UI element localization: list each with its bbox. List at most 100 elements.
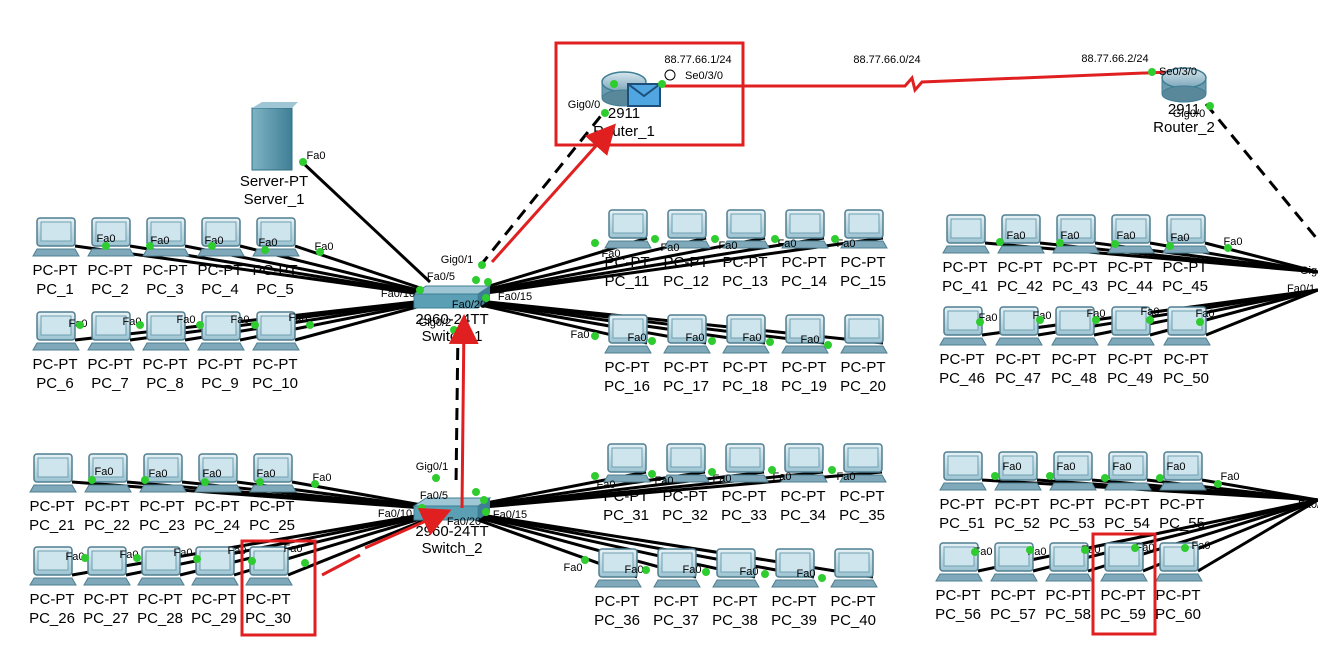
pc-name-label: PC_59 <box>1100 606 1146 623</box>
edge-port-label: Fa0/8 <box>1298 499 1318 511</box>
switch2-port-label: Fa0/5 <box>420 490 448 502</box>
envelope-flap <box>627 83 661 98</box>
pc-name-label: PC_30 <box>245 610 291 627</box>
pc-name-label: PC_4 <box>201 281 239 298</box>
screen <box>1059 310 1091 331</box>
keyboard-icon <box>604 345 652 354</box>
port-label: Fa0 <box>97 233 116 245</box>
highlight-pc59 <box>1091 532 1157 636</box>
pc-type-label: PC-PT <box>1108 259 1153 276</box>
link-router2-right <box>1204 103 1318 241</box>
pc-name-label: PC_9 <box>201 375 239 392</box>
keyboard-icon <box>603 474 651 483</box>
port-label: Fa0 <box>743 332 762 344</box>
port-label: Fa0 <box>713 473 732 485</box>
port-status-dot <box>601 109 609 117</box>
port-label: Fa0 <box>1113 461 1132 473</box>
pc-name-label: PC_48 <box>1051 370 1097 387</box>
pc-type-label: PC-PT <box>1050 496 1095 513</box>
screen <box>1005 218 1037 239</box>
pc-name-label: PC_10 <box>252 375 298 392</box>
pc-name-label: PC_7 <box>91 375 129 392</box>
port-status-dot <box>766 338 774 346</box>
keyboard-icon <box>142 342 190 351</box>
port-status-dot <box>1092 316 1100 324</box>
port-status-dot <box>610 80 618 88</box>
port-status-dot <box>642 566 650 574</box>
router-model-label: 2911 <box>608 105 640 122</box>
port-status-dot <box>316 248 324 256</box>
port-status-dot <box>196 321 204 329</box>
pc-type-label: PC-PT <box>1108 351 1153 368</box>
keyboard-icon <box>781 240 829 249</box>
pc-type-label: PC-PT <box>663 488 708 505</box>
router1-lan-label: Gig0/0 <box>568 99 600 111</box>
pc-type-label: PC-PT <box>723 254 768 271</box>
keyboard-icon <box>1159 482 1207 491</box>
